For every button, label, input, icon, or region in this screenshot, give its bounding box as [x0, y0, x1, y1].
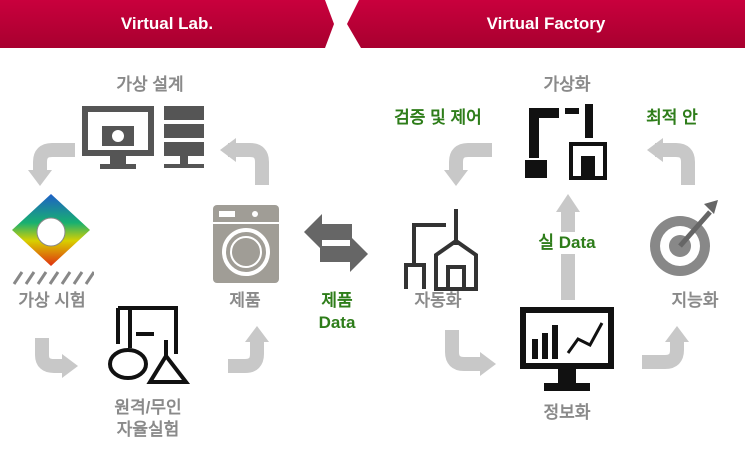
product-label: 제품 [229, 291, 261, 310]
lab-experiment-icon [108, 306, 191, 384]
verify-control-label: 검증 및 제어 [394, 108, 482, 127]
monitor-chart-icon [520, 307, 614, 391]
virtual-design-label: 가상 설계 [116, 75, 184, 94]
optimal-label: 최적 안 [646, 108, 698, 127]
label-line: Data [318, 313, 356, 332]
robot-arm-automation-icon [404, 209, 478, 291]
automation-label: 자동화 [414, 291, 462, 310]
label-line: 제품 [321, 291, 353, 310]
label-line: 자율실험 [116, 420, 180, 439]
washing-machine-icon [213, 205, 279, 283]
target-intelligence-icon [650, 200, 718, 276]
intelligence-label: 지능화 [671, 291, 719, 310]
virtual-test-washer-icon [12, 194, 94, 285]
virtualization-label: 가상화 [543, 75, 591, 94]
real-data-label: 실 Data [538, 232, 596, 254]
banner-title: Virtual Lab. [120, 14, 214, 33]
virtual-test-label: 가상 시험 [18, 291, 86, 310]
label-line: 원격/무인 [114, 398, 182, 417]
informatization-label: 정보화 [543, 403, 591, 422]
virtual-factory-banner: Virtual Factory [347, 0, 745, 48]
banner-title: Virtual Factory [486, 14, 606, 33]
virtual-lab-banner: Virtual Lab. [0, 0, 334, 48]
exchange-arrows-icon [304, 214, 368, 272]
product-data-label: 제품 Data [319, 290, 356, 334]
computer-server-icon [82, 106, 204, 169]
robot-virtualization-icon [525, 104, 607, 180]
